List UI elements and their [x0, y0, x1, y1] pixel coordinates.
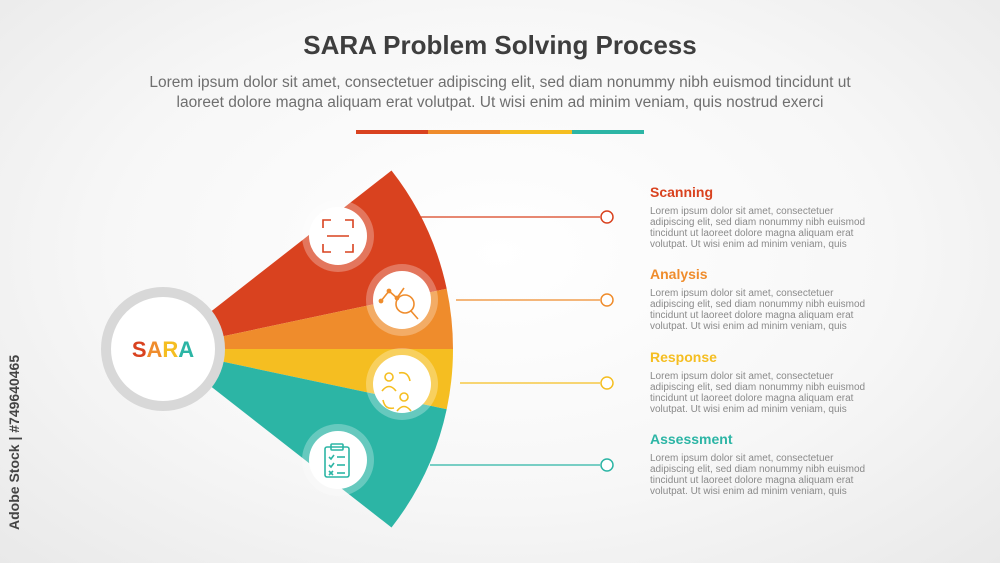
subtitle-line-2: laoreet dolore magna aliquam erat volutp…: [176, 94, 824, 111]
step-title-analysis: Analysis: [650, 266, 708, 282]
desc-line: volutpat. Ut wisi enim ad minim veniam, …: [650, 321, 847, 332]
sara-letter-a1: A: [147, 337, 163, 362]
icon-disc-assessment: [309, 431, 367, 489]
clipboard-checklist-icon: [324, 443, 350, 478]
sara-letter-s: S: [132, 337, 147, 362]
sara-hub-label: SARA: [132, 337, 194, 362]
step-title-response: Response: [650, 349, 717, 365]
step-desc-scanning: Lorem ipsum dolor sit amet, consectetuer…: [650, 206, 900, 250]
desc-line: tincidunt ut laoreet dolore magna aliqua…: [650, 475, 854, 486]
step-desc-analysis: Lorem ipsum dolor sit amet, consectetuer…: [650, 288, 900, 332]
desc-line: adipiscing elit, sed diam nonummy nibh e…: [650, 464, 866, 475]
step-desc-response: Lorem ipsum dolor sit amet, consectetuer…: [650, 371, 900, 415]
desc-line: volutpat. Ut wisi enim ad minim veniam, …: [650, 404, 847, 415]
title-rule-red: [356, 130, 428, 134]
desc-line: adipiscing elit, sed diam nonummy nibh e…: [650, 382, 866, 393]
desc-line: Lorem ipsum dolor sit amet, consectetuer: [650, 453, 834, 464]
desc-line: Lorem ipsum dolor sit amet, consectetuer: [650, 206, 834, 217]
icon-disc-analysis: [373, 271, 431, 329]
connector-lines: [410, 210, 614, 472]
desc-line: volutpat. Ut wisi enim ad minim veniam, …: [650, 239, 847, 250]
magnifier-chart-icon: [378, 287, 419, 320]
step-desc-assessment: Lorem ipsum dolor sit amet, consectetuer…: [650, 453, 900, 497]
sara-hub-ring: [101, 287, 225, 411]
connector-dot-assessment: [600, 458, 614, 472]
page-subtitle: Lorem ipsum dolor sit amet, consectetuer…: [70, 73, 930, 113]
title-rule-orange: [428, 130, 500, 134]
connector-dot-response: [600, 376, 614, 390]
desc-line: tincidunt ut laoreet dolore magna aliqua…: [650, 310, 854, 321]
people-exchange-icon: [381, 371, 412, 412]
subtitle-line-1: Lorem ipsum dolor sit amet, consectetuer…: [149, 74, 851, 91]
page-title: SARA Problem Solving Process: [303, 30, 697, 60]
connector-dot-scanning: [600, 210, 614, 224]
step-title-assessment: Assessment: [650, 431, 733, 447]
fan-segment-scanning: [163, 170, 447, 349]
fan-segment-assessment: [163, 349, 447, 528]
connector-dot-analysis: [600, 293, 614, 307]
desc-line: volutpat. Ut wisi enim ad minim veniam, …: [650, 486, 847, 497]
desc-line: adipiscing elit, sed diam nonummy nibh e…: [650, 217, 866, 228]
step-title-scanning: Scanning: [650, 184, 714, 200]
icon-disc-response: [373, 355, 431, 413]
desc-line: Lorem ipsum dolor sit amet, consectetuer: [650, 288, 834, 299]
desc-line: tincidunt ut laoreet dolore magna aliqua…: [650, 393, 854, 404]
sara-letter-a2: A: [178, 337, 194, 362]
desc-line: tincidunt ut laoreet dolore magna aliqua…: [650, 228, 854, 239]
title-rule-yellow: [500, 130, 572, 134]
title-rule-teal: [572, 130, 644, 134]
desc-line: adipiscing elit, sed diam nonummy nibh e…: [650, 299, 866, 310]
scan-frame-icon: [322, 219, 354, 253]
stock-watermark: Adobe Stock | #749640465: [6, 354, 22, 530]
desc-line: Lorem ipsum dolor sit amet, consectetuer: [650, 371, 834, 382]
sara-letter-r: R: [162, 337, 178, 362]
